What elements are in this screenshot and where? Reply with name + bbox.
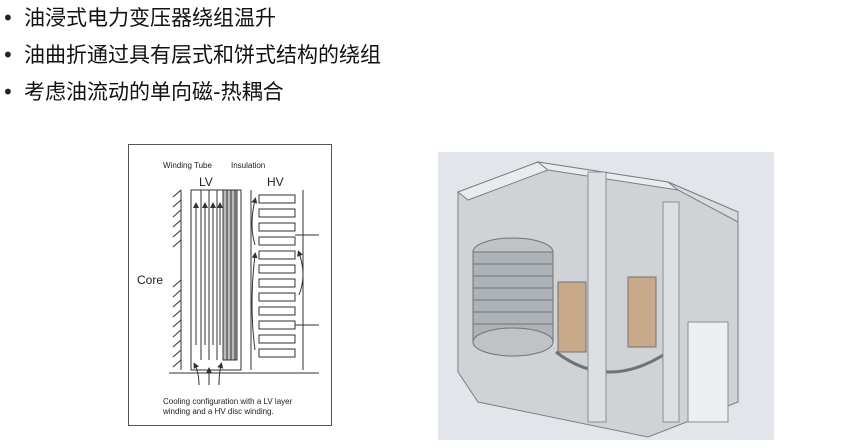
center-coil-drawing: [555, 276, 669, 374]
bullet-text: 油曲折通过具有层式和饼式结构的绕组: [24, 43, 381, 67]
bullet-item: • 油曲折通过具有层式和饼式结构的绕组: [2, 37, 381, 74]
bullet-dot-icon: •: [2, 6, 14, 30]
bullet-dot-icon: •: [2, 80, 14, 104]
lv-flow-arrows: [193, 202, 223, 345]
frame-drawing: [587, 171, 729, 423]
transformer-photo: [438, 152, 774, 440]
hv-winding: [250, 190, 319, 370]
bullet-dot-icon: •: [2, 43, 14, 67]
core-label: Core: [137, 273, 164, 287]
lv-label: LV: [199, 175, 213, 189]
bullet-text: 考虑油流动的单向磁-热耦合: [24, 80, 284, 104]
bullet-item: • 考虑油流动的单向磁-热耦合: [2, 74, 381, 111]
caption-line-1: Cooling configuration with a LV layer: [163, 397, 293, 406]
left-coil-drawing: [472, 237, 554, 357]
cooling-diagram: Winding Tube Insulation LV HV Core Cooli…: [128, 144, 332, 426]
winding-tube-label: Winding Tube: [163, 161, 212, 170]
lv-winding: [190, 189, 242, 371]
insulation-label: Insulation: [231, 161, 266, 170]
bullet-text: 油浸式电力变压器绕组温升: [24, 6, 276, 30]
transformer-illustration: [457, 161, 739, 438]
caption-line-2: winding and a HV disc winding.: [163, 407, 274, 416]
core-hatching: [172, 189, 182, 370]
hv-flow-arrows: [251, 197, 304, 351]
hv-label: HV: [267, 175, 284, 189]
inlet-arrows: [193, 362, 224, 386]
bullet-list: • 油浸式电力变压器绕组温升 • 油曲折通过具有层式和饼式结构的绕组 • 考虑油流动的…: [2, 0, 381, 111]
cooling-diagram-drawing: [169, 189, 319, 386]
bullet-item: • 油浸式电力变压器绕组温升: [2, 0, 381, 37]
